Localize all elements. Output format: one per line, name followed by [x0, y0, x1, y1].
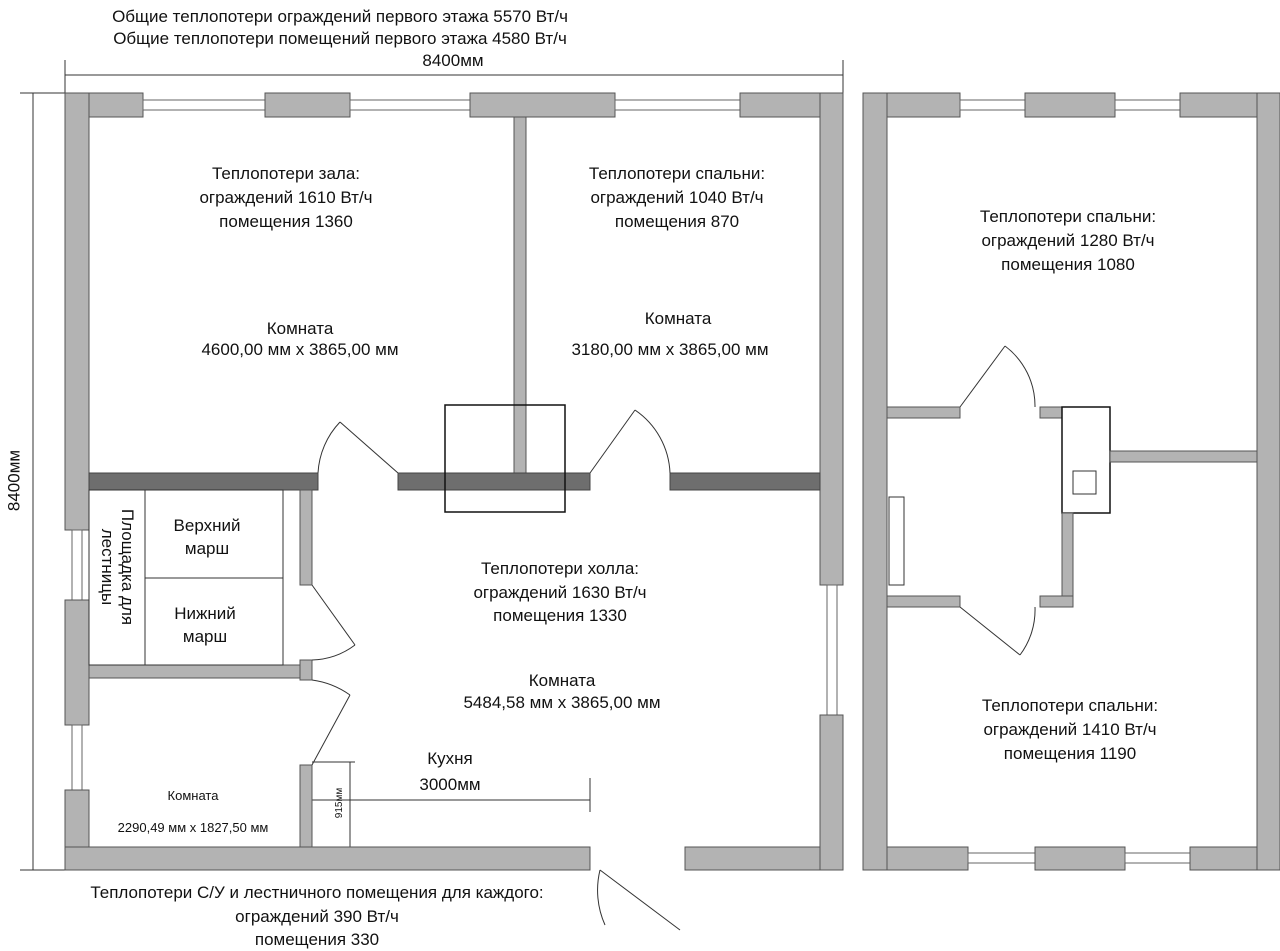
bedroom2-walls-loss: ограждений 1280 Вт/ч [981, 231, 1155, 250]
hall-name: Комната [266, 319, 334, 338]
kitchen-dimension: 3000мм [419, 775, 481, 794]
bedroom3-walls-loss: ограждений 1410 Вт/ч [983, 720, 1157, 739]
left-plan-walls [64, 92, 844, 871]
bath-stair-walls-loss: ограждений 390 Вт/ч [235, 907, 399, 926]
total-walls-loss: Общие теплопотери ограждений первого эта… [112, 7, 568, 26]
bedroom1-walls-loss: ограждений 1040 Вт/ч [590, 188, 764, 207]
hall-room-loss: помещения 1360 [219, 212, 353, 231]
bedroom3-room-loss: помещения 1190 [1003, 744, 1137, 763]
lower-flight-label: Нижний марш [174, 604, 236, 646]
dimension-lines [20, 60, 844, 871]
bedroom2-title: Теплопотери спальни: [979, 207, 1157, 226]
stair-landing-label: Площадка для лестницы [98, 508, 137, 626]
kitchen-depth-dimension: 915мм [334, 787, 345, 819]
upper-flight-label: Верхний марш [173, 516, 241, 558]
lobby-room-loss: помещения 1330 [493, 606, 627, 625]
bedroom3-title: Теплопотери спальни: [981, 696, 1159, 715]
bedroom1-room-loss: помещения 870 [614, 212, 740, 231]
lobby-size: 5484,58 мм x 3865,00 мм [463, 693, 661, 712]
width-dimension: 8400мм [422, 51, 484, 70]
right-plan-walls [862, 92, 1280, 871]
bedroom1-title: Теплопотери спальни: [588, 164, 766, 183]
bedroom2-room-loss: помещения 1080 [1001, 255, 1135, 274]
lobby-walls-loss: ограждений 1630 Вт/ч [473, 583, 647, 602]
bedroom1-name: Комната [644, 309, 712, 328]
hall-size: 4600,00 мм x 3865,00 мм [201, 340, 399, 359]
height-dimension: 8400мм [4, 449, 24, 512]
bath-stair-room-loss: помещения 330 [254, 930, 380, 949]
kitchen-name: Кухня [427, 749, 473, 768]
hall-title: Теплопотери зала: [211, 164, 361, 183]
total-rooms-loss: Общие теплопотери помещений первого этаж… [113, 29, 567, 48]
bedroom1-size: 3180,00 мм x 3865,00 мм [571, 340, 769, 359]
chimney [444, 404, 566, 513]
bath-stair-loss-title: Теплопотери С/У и лестничного помещения … [90, 883, 544, 902]
bath-size: 2290,49 мм x 1827,50 мм [117, 820, 269, 835]
hall-walls-loss: ограждений 1610 Вт/ч [199, 188, 373, 207]
bath-name: Комната [167, 788, 219, 803]
lobby-title: Теплопотери холла: [480, 559, 640, 578]
lobby-name: Комната [528, 671, 596, 690]
left-plan-doors [311, 409, 681, 931]
